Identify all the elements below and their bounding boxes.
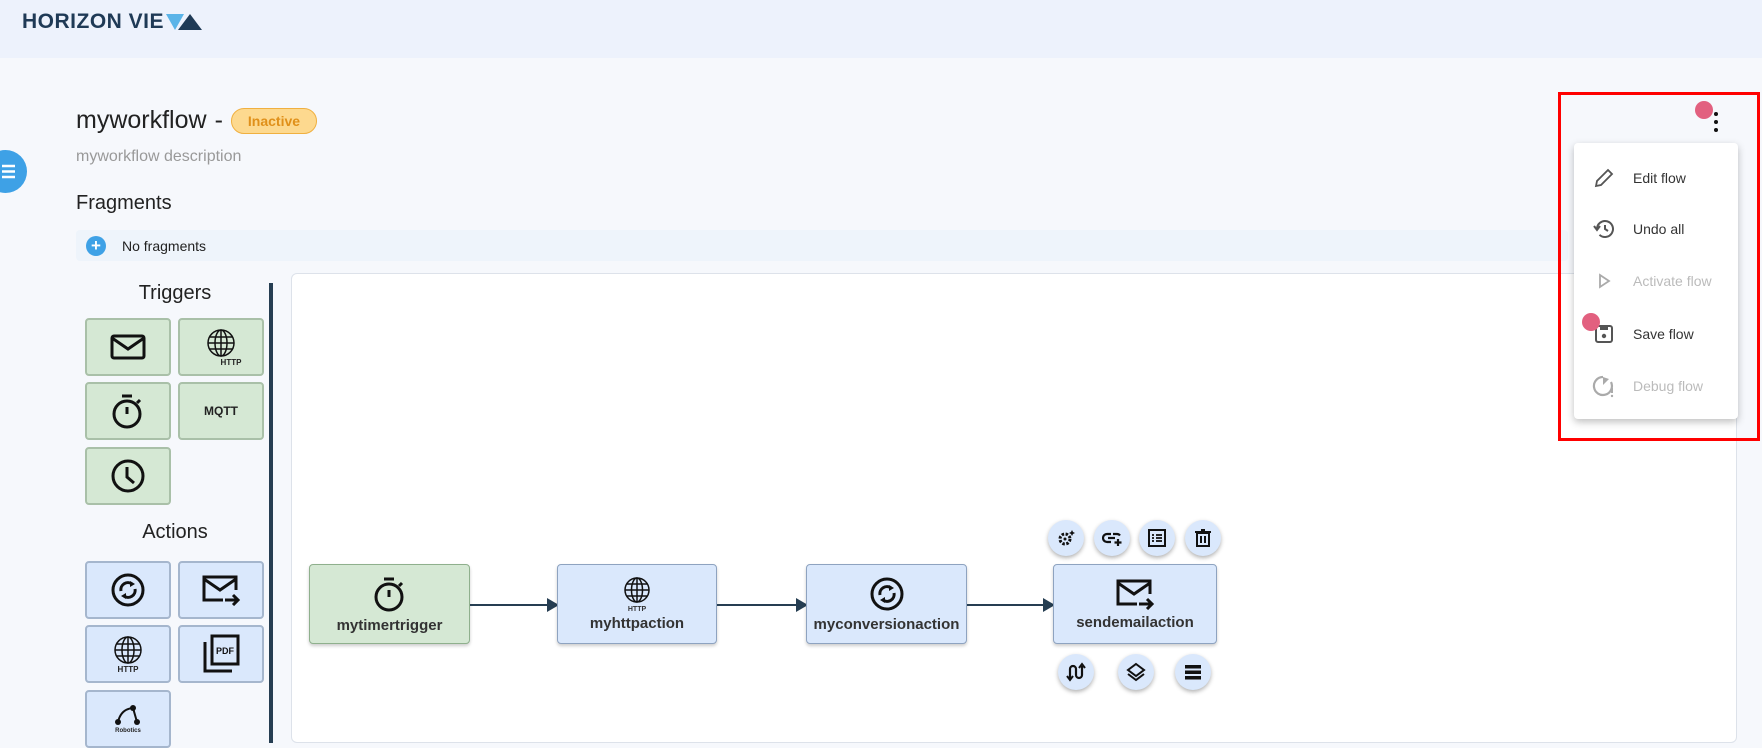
swap-vertical-icon [1066,662,1086,682]
logo[interactable]: HORIZON VIE [22,10,206,34]
robotics-icon [115,705,140,725]
title-separator: - [214,106,223,134]
timer-icon [374,577,403,611]
click-marker [1582,313,1600,331]
logo-text: HORIZON VIE [22,10,165,33]
no-fragments-text: No fragments [122,237,207,254]
layers-icon [1126,662,1146,682]
palette-action-send-email[interactable] [178,561,264,619]
debug-icon [1592,375,1613,398]
http-label: HTTP [220,357,242,367]
robotics-label: Robotics [115,728,141,734]
workflow-name: myworkflow [76,106,207,134]
kebab-dot [1714,128,1718,132]
node-list-button[interactable] [1175,654,1211,690]
palette-trigger-mqtt[interactable]: MQTT [178,382,264,440]
list-details-icon [1148,529,1166,547]
logo-triangles-icon [166,14,203,30]
email-icon [110,334,146,360]
palette-action-http[interactable]: HTTP [85,625,171,683]
palette-divider[interactable] [269,283,273,743]
clock-icon [111,459,145,493]
node-label: mytimertrigger [336,616,443,634]
app-header: HORIZON VIE [0,0,1762,58]
storage-list-icon [1185,665,1201,680]
node-delete-button[interactable] [1185,520,1221,556]
pdf-label: PDF [216,646,235,656]
conversion-icon [870,577,903,610]
pencil-icon [1594,168,1613,188]
flow-node-myhttpaction[interactable]: HTTP myhttpaction [557,564,717,644]
menu-icon [2,164,15,179]
palette-trigger-http[interactable]: HTTP [178,318,264,376]
menu-item-activate-flow[interactable]: Activate flow [1574,261,1738,301]
menu-item-label: Debug flow [1633,378,1704,394]
mqtt-icon: MQTT [204,404,238,418]
menu-item-save-flow[interactable]: Save flow [1574,314,1738,354]
flow-options-menu: Edit flow Undo all Activate flow Save fl… [1574,143,1738,419]
palette-action-conversion[interactable] [85,561,171,619]
save-icon [1594,325,1613,343]
palette-trigger-timer[interactable] [85,382,171,440]
node-link-button[interactable] [1094,520,1130,556]
node-label: sendemailaction [1076,613,1194,631]
add-fragment-button[interactable]: + [86,235,106,256]
play-icon [1598,273,1611,289]
kebab-dot [1714,112,1718,116]
flow-connector [717,598,808,612]
click-marker [1695,101,1713,119]
menu-item-undo-all[interactable]: Undo all [1574,209,1738,249]
status-badge: Inactive [230,107,318,134]
trash-icon [1195,529,1211,547]
palette-action-pdf[interactable]: PDF [178,625,264,683]
node-layers-button[interactable] [1118,654,1154,690]
menu-item-label: Activate flow [1633,273,1712,289]
fragments-bar: + No fragments [76,230,1568,261]
menu-item-label: Edit flow [1633,170,1686,186]
add-link-icon [1102,532,1122,546]
node-transform-button[interactable] [1058,654,1094,690]
http-globe-icon [114,635,142,664]
pdf-icon: PDF [203,634,240,673]
send-email-icon [1116,579,1155,610]
more-options-button[interactable] [1710,110,1722,134]
http-globe-icon [624,577,650,603]
palette-trigger-email[interactable] [85,318,171,376]
http-label: HTTP [117,664,139,674]
kebab-dot [1714,120,1718,124]
sidebar-toggle-button[interactable] [0,150,27,193]
gear-sparkle-icon [1058,530,1075,546]
node-label: myconversionaction [813,615,960,633]
flow-connector [967,598,1055,612]
node-label: myhttpaction [589,615,685,632]
flow-node-sendemailaction[interactable]: sendemailaction [1053,564,1217,644]
actions-heading: Actions [142,521,208,543]
flow-node-mytimertrigger[interactable]: mytimertrigger [309,564,470,644]
flow-canvas[interactable] [291,273,1737,743]
triggers-heading: Triggers [138,282,212,304]
flow-node-myconversionaction[interactable]: myconversionaction [806,564,967,644]
menu-item-debug-flow[interactable]: Debug flow [1574,366,1738,406]
conversion-icon [111,573,145,607]
menu-item-label: Save flow [1633,326,1694,342]
node-settings-button[interactable] [1048,520,1084,556]
workflow-description: myworkflow description [76,148,242,165]
menu-item-label: Undo all [1633,221,1685,237]
highlight-box [1558,92,1760,441]
node-details-button[interactable] [1139,520,1175,556]
http-label: HTTP [627,606,647,613]
timer-icon [112,394,142,429]
history-icon [1592,220,1614,238]
workflow-title: myworkflow - Inactive [76,106,318,135]
menu-item-edit-flow[interactable]: Edit flow [1574,158,1738,198]
send-email-icon [202,575,241,606]
http-globe-icon [207,328,235,357]
flow-connector [470,598,559,612]
fragments-heading: Fragments [76,192,172,214]
palette-trigger-schedule[interactable] [85,447,171,505]
palette-action-robotics[interactable]: Robotics [85,690,171,748]
